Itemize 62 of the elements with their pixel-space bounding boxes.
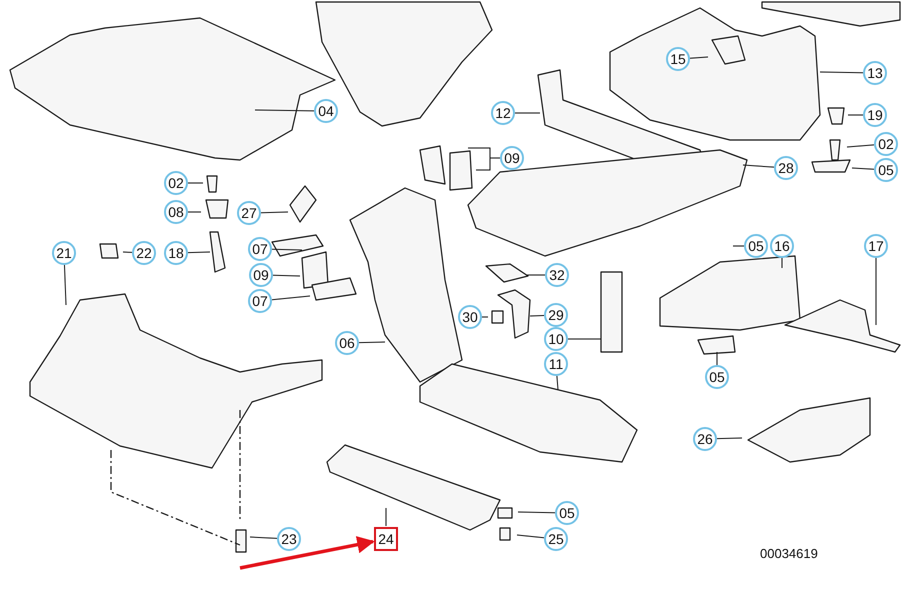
callout-number: 21: [52, 241, 76, 265]
callout-number: 22: [132, 241, 156, 265]
leader-line: [556, 375, 558, 390]
leader-line: [476, 158, 500, 170]
callout-number: 02: [164, 171, 188, 195]
callout-number: 05: [555, 501, 579, 525]
callout-number: 23: [277, 527, 301, 551]
leader-line: [64, 264, 66, 306]
callout-number: 24: [374, 527, 398, 551]
callout-number: 17: [864, 234, 888, 258]
callout-number: 18: [164, 241, 188, 265]
leader-line: [358, 342, 386, 344]
leader-line: [516, 534, 545, 538]
leader-line: [518, 512, 556, 514]
leader-line: [716, 438, 742, 440]
callout-number: 19: [863, 103, 887, 127]
callout-number: 32: [545, 263, 569, 287]
leader-line: [742, 164, 775, 168]
leader-line: [848, 114, 864, 116]
callout-number: 13: [863, 61, 887, 85]
drawing-number: 00034619: [760, 546, 818, 561]
callout-number: 10: [544, 327, 568, 351]
callout-number: 04: [314, 99, 338, 123]
callout-number: 09: [500, 146, 524, 170]
callout-number: 02: [874, 132, 898, 156]
callout-number: 16: [770, 234, 794, 258]
callout-number: 07: [248, 289, 272, 313]
callout-number: 26: [693, 427, 717, 451]
leader-line: [272, 274, 300, 276]
leader-line: [188, 252, 210, 254]
leader-line: [250, 536, 278, 539]
leader-line: [272, 248, 302, 250]
leader-line: [689, 56, 708, 59]
callout-number: 05: [874, 158, 898, 182]
leader-line: [530, 314, 544, 316]
arrow: [240, 536, 375, 570]
callout-number: 30: [458, 305, 482, 329]
leader-line: [122, 252, 133, 253]
callout-number: 11: [544, 352, 568, 376]
leader-line: [482, 316, 488, 318]
leader-line: [846, 144, 875, 148]
leader-line: [526, 274, 546, 276]
callout-number: 09: [249, 263, 273, 287]
callout-number: 28: [774, 156, 798, 180]
leader-line: [254, 110, 314, 112]
leader-line: [514, 112, 540, 114]
leader-line: [188, 182, 204, 184]
leader-line: [568, 338, 602, 340]
callout-number: 12: [491, 101, 515, 125]
callout-number: 29: [544, 303, 568, 327]
callout-number: 25: [544, 527, 568, 551]
callout-number: 07: [248, 237, 272, 261]
leader-line: [260, 212, 288, 214]
leader-line: [852, 168, 875, 170]
leader-line: [820, 72, 864, 74]
callout-number: 27: [237, 201, 261, 225]
callout-number: 05: [705, 365, 729, 389]
callout-number: 08: [164, 200, 188, 224]
leader-line: [271, 296, 310, 300]
callout-number: 05: [744, 234, 768, 258]
leader-line: [716, 352, 718, 366]
callout-number: 06: [335, 331, 359, 355]
